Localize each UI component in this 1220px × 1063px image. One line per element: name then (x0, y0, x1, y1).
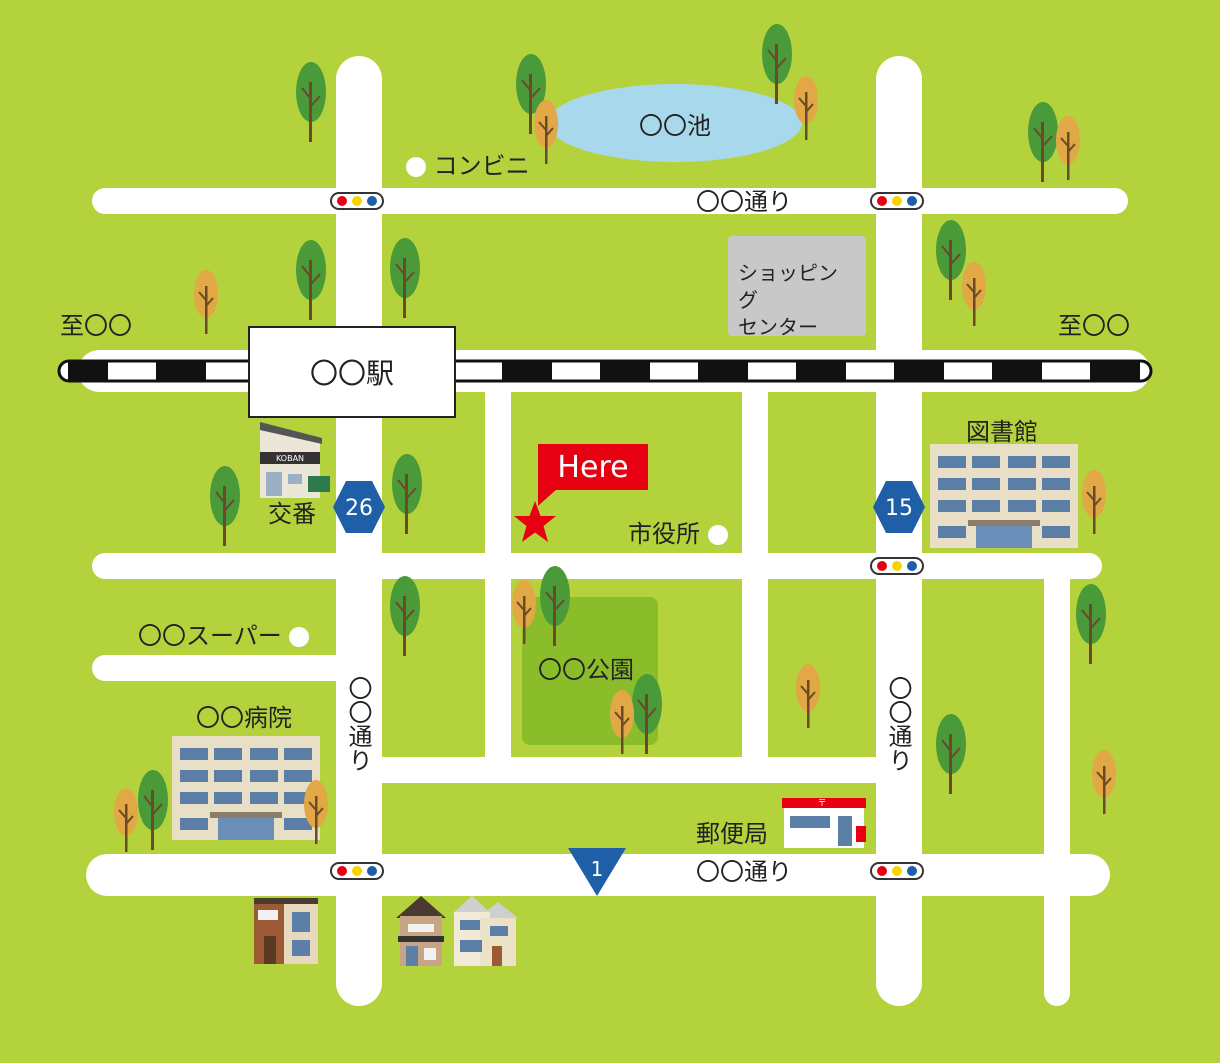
autumn-tree-icon (796, 664, 820, 728)
tree-icon (296, 62, 326, 142)
route-sign-1-label: 1 (591, 857, 604, 881)
house-icon (254, 898, 318, 964)
supermarket-dot-icon (289, 627, 310, 647)
autumn-tree-icon (1082, 470, 1106, 534)
pond[interactable]: 〇〇池 (548, 84, 802, 162)
tree-icon (1076, 584, 1106, 664)
convenience-label[interactable]: コンビニ (406, 154, 530, 178)
traffic-signal-icon (870, 862, 924, 880)
street-label-west-vertical: 〇〇通り (344, 676, 372, 772)
traffic-signal-icon (330, 862, 384, 880)
tree-icon (392, 454, 422, 534)
traffic-signal-icon (330, 192, 384, 210)
route-sign-15-icon[interactable]: 15 (872, 480, 926, 534)
pond-label: 〇〇池 (639, 111, 711, 140)
here-star-icon[interactable] (512, 500, 558, 544)
street-label-south: 〇〇通り (696, 858, 792, 886)
hospital-label: 〇〇病院 (196, 704, 292, 732)
road-north (92, 188, 1128, 214)
tree-icon (516, 54, 546, 134)
traffic-signal-icon (870, 192, 924, 210)
road-inner-2 (742, 380, 768, 780)
direction-west: 至〇〇 (60, 312, 132, 340)
tree-icon (390, 238, 420, 318)
autumn-tree-icon (114, 788, 138, 852)
route-sign-15-label: 15 (885, 496, 913, 521)
house-icon (452, 896, 518, 966)
tree-icon (936, 714, 966, 794)
autumn-tree-icon (1056, 116, 1080, 180)
road-inner-1 (485, 380, 511, 780)
tree-icon (632, 674, 662, 754)
post-office-label: 郵便局 (696, 820, 768, 848)
park-label: 〇〇公園 (538, 656, 634, 684)
city-hall-label[interactable]: 市役所 (628, 522, 728, 546)
shopping-center[interactable]: ショッピング センター (728, 236, 866, 339)
autumn-tree-icon (534, 100, 558, 164)
tree-icon (762, 24, 792, 104)
station-label: 〇〇駅 (309, 357, 394, 390)
route-sign-26-label: 26 (345, 496, 373, 521)
autumn-tree-icon (1092, 750, 1116, 814)
railway-track (57, 359, 1153, 383)
supermarket-label[interactable]: 〇〇スーパー (138, 624, 310, 648)
shopping-label-1: ショッピング (738, 261, 838, 312)
traffic-signal-icon (870, 557, 924, 575)
street-label-east-vertical: 〇〇通り (884, 676, 912, 772)
koban-building-icon[interactable]: KOBAN (260, 416, 332, 498)
house-icon (396, 896, 446, 966)
koban-label: 交番 (268, 500, 316, 528)
koban-sign-label: KOBAN (276, 454, 304, 463)
shopping-label-2: センター (738, 315, 818, 339)
road-supermarket (92, 655, 372, 681)
station-box[interactable]: 〇〇駅 (248, 326, 456, 418)
street-label-north: 〇〇通り (696, 188, 792, 216)
road-middle (92, 553, 1102, 579)
tree-icon (138, 770, 168, 850)
autumn-tree-icon (610, 690, 634, 754)
tree-icon (296, 240, 326, 320)
here-callout[interactable]: Here (538, 444, 648, 490)
convenience-dot-icon (406, 157, 426, 177)
autumn-tree-icon (962, 262, 986, 326)
tree-icon (936, 220, 966, 300)
tree-icon (390, 576, 420, 656)
route-sign-1-icon[interactable]: 1 (566, 846, 628, 898)
tree-icon (210, 466, 240, 546)
post-office-building-icon[interactable]: 〒 (782, 798, 868, 848)
hospital-building-icon[interactable] (172, 736, 320, 840)
autumn-tree-icon (794, 76, 818, 140)
callout-tail-icon (538, 488, 558, 506)
library-building-icon[interactable] (930, 444, 1078, 548)
here-label: Here (557, 449, 629, 485)
road-park-south (340, 757, 910, 783)
autumn-tree-icon (512, 580, 536, 644)
road-inner-east (1044, 560, 1070, 1006)
direction-east: 至〇〇 (1058, 312, 1130, 340)
svg-text:〒: 〒 (817, 799, 826, 809)
autumn-tree-icon (304, 780, 328, 844)
city-hall-dot-icon (707, 525, 728, 545)
library-label: 図書館 (966, 418, 1038, 446)
tree-icon (540, 566, 570, 646)
tree-icon (1028, 102, 1058, 182)
route-sign-26-icon[interactable]: 26 (332, 480, 386, 534)
autumn-tree-icon (194, 270, 218, 334)
